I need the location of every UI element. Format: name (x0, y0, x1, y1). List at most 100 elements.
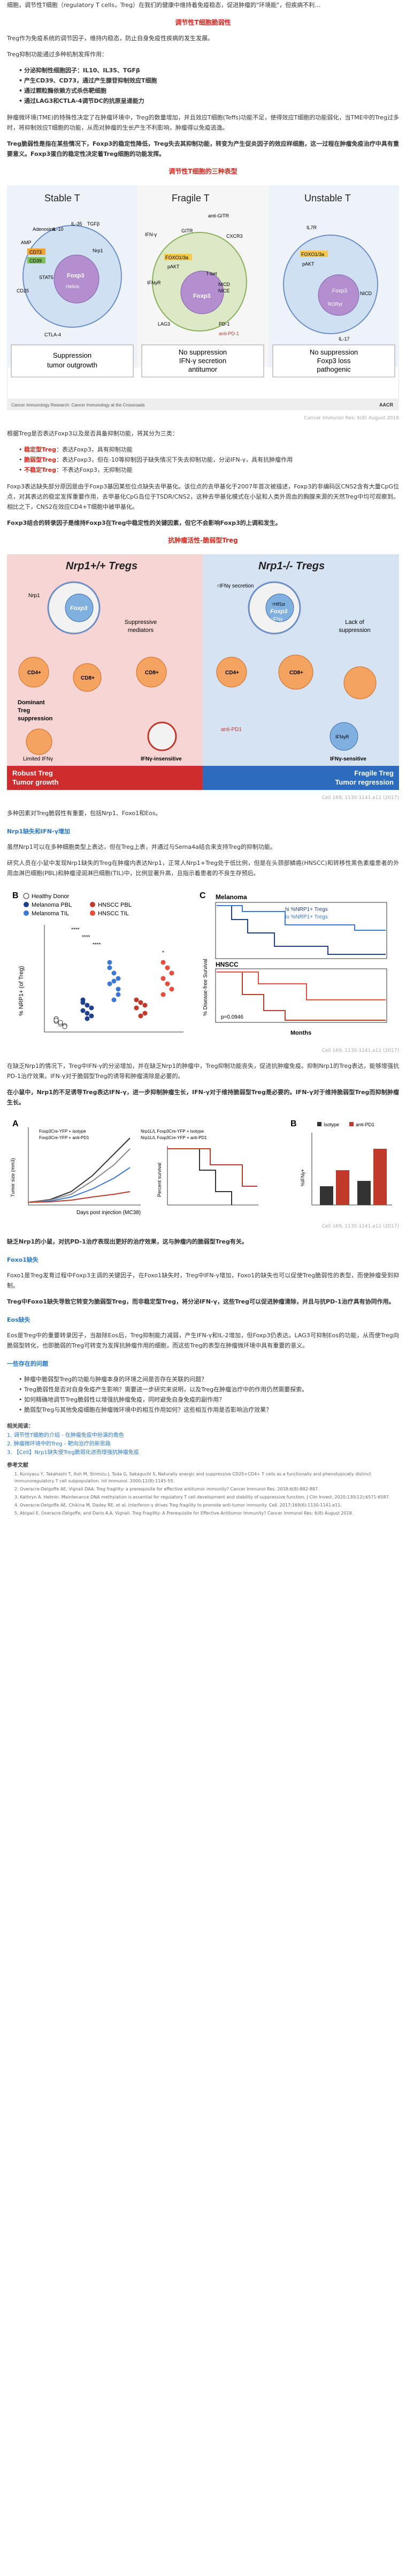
related-links: 1. 调节性T细胞的介绍 - 在肿瘤免疫中扮演的角色 2. 肿瘤微环境中的Tre… (7, 1432, 399, 1457)
unstable-nucleus (318, 274, 359, 316)
intro-text: 细胞，调节性T细胞（regulatory T cells，Treg）在我们的健康… (7, 2, 320, 9)
reference-item: 1. Kuniyasu Y, Takahashi T, Itoh M, Shim… (14, 1472, 371, 1483)
scatter-dot (116, 976, 121, 981)
scatter-dot (107, 965, 112, 970)
left-cd8-cell-2 (136, 657, 167, 688)
issue-item: 肿瘤中脆弱型Treg的功能与肿瘤本身的环境之间是否存在关联的问题？ (19, 1374, 399, 1384)
treg-types-list: 稳定型Treg：表达Foxp3，具有抑制功能 脆弱型Treg：表达Foxp3，但… (19, 445, 399, 475)
nrp1-heading: Nrp1缺失和IFN-γ增加 (7, 828, 71, 835)
star-3: **** (93, 942, 101, 948)
cd73-box (27, 248, 45, 255)
right-cd8-cell-2 (343, 666, 377, 699)
label-il10: IL-10 (52, 227, 64, 232)
label-cd25: CD25 (17, 288, 29, 293)
treg-type-item: 不稳定Treg：不表达Foxp3，无抑制功能 (19, 465, 399, 475)
a-ylabel2: Percent survival (157, 1163, 162, 1197)
label-anti-gitr: anti-GITR (208, 213, 229, 219)
stable-nucleus (53, 254, 99, 304)
scatter-dot (169, 986, 174, 992)
melanoma-label: Melanoma (216, 893, 247, 901)
s1-p4: Treg脆弱性是指在某些情况下，Foxp3的稳定性降低，Treg失去其抑制功能，… (7, 140, 399, 157)
scatter-dot (107, 960, 112, 965)
star-1: **** (71, 927, 80, 933)
scatter-dot (85, 1011, 90, 1016)
s2-p1: 根据Treg是否表达Foxp3以及是否具备抑制功能，将其分为三类： (7, 430, 178, 437)
scatter-dot (107, 981, 112, 986)
b-ylabel: % NRP1+ (of Treg) (18, 966, 25, 1016)
s1-p2: Treg抑制功能通过多种机制发挥作用： (7, 51, 108, 58)
refs-title: 参考文献 (7, 1463, 28, 1468)
related-link[interactable]: 3. 【Cell】Nrp1缺失使Treg脆弱化进而增强抗肿瘤免疫 (7, 1450, 139, 1456)
reference-item: 4. Overacre-Delgoffe AE, Chikina M, Dade… (14, 1503, 342, 1508)
panel-b-label: B (12, 891, 19, 900)
bar-1 (320, 1186, 333, 1205)
label-ifng: IFN-γ (145, 232, 157, 237)
s5-p2: Foxo1是Treg发育过程中Foxp3主调的关键因子，在Foxo1缺失时，Tr… (7, 1272, 399, 1289)
right-cd4-cell (216, 657, 247, 688)
label-stat5: STAT5 (39, 275, 53, 280)
panel-a-label: A (12, 1119, 19, 1128)
fig1-caption: Cancer Immunol Res; 6(8) August 2018 (304, 416, 399, 421)
label-cd73: CD73 (29, 250, 42, 255)
label-amp: AMP (21, 240, 32, 245)
left-treg-2 (147, 721, 177, 751)
related-link[interactable]: 2. 肿瘤微环境中的Treg - 靶向治疗的新思路 (7, 1441, 111, 1447)
scatter-dot (85, 1003, 90, 1008)
melanoma-lo-line (217, 905, 386, 931)
related-link[interactable]: 1. 调节性T细胞的介绍 - 在肿瘤免疫中扮演的角色 (7, 1433, 124, 1438)
label-pd1: PD-1 (219, 321, 230, 327)
scatter-dot (138, 1000, 143, 1005)
label-rorgt: RORγt (328, 302, 342, 307)
reference-item: 3. Kathryn A. Helmin. Maintenance DNA me… (14, 1495, 390, 1500)
right-hif1a: ↑Hif1α (271, 601, 285, 607)
c-ylabel: % Disease-free Survival (203, 959, 209, 1016)
label-foxp3-stable: Foxp3 (67, 273, 84, 279)
mechanism-item: 产生CD39、CD73，通过产生腺苷抑制效应T细胞 (19, 76, 399, 86)
legend-melanoma-til: Melanoma TIL (32, 910, 69, 917)
figure-nrp1-tregs: Nrp1+/+ Tregs Nrp1-/- Tregs Foxp3 Nrp1 S… (7, 554, 399, 790)
label-helios: Helios (66, 284, 80, 289)
s5-p1: 缺乏Nrp1的小鼠，对抗PD-1治疗表现出更好的治疗效果，这与肿瘤内的脆弱型Tr… (7, 1238, 248, 1245)
b-ylabel-2: %IFNγ+ (300, 1169, 305, 1186)
right-ifngr-cell (330, 722, 358, 751)
legend-hnscc-pbl: HNSCC PBL (98, 902, 132, 908)
right-cd4: CD4+ (225, 670, 239, 676)
figure-anti-pd1: A Tumor size (mm3) Foxp3Cre-YFP + isotyp… (7, 1117, 399, 1218)
s2-p3: Foxp3结合的转录因子是维持Foxp3在Treg中稳定性的关键因素，但它不会影… (7, 519, 281, 526)
p-value: p=0.0946 (221, 1014, 243, 1020)
star-2: **** (82, 935, 90, 940)
scatter-dot (165, 981, 170, 986)
star-4: * (162, 950, 164, 956)
bar-3 (357, 1181, 371, 1205)
legend-a3: Nrp1L/L Foxp3Cre-YFP + isotype (141, 1129, 204, 1134)
left-cd4: CD4+ (27, 670, 41, 676)
unstable-treg-label: Unstable T (304, 193, 351, 204)
right-ifng-sensitive: IFNγ-sensitive (330, 756, 366, 762)
legend-b1: Isotype (324, 1122, 339, 1127)
s2-p2: Foxp3表达缺失部分原因是由于Foxp3基因某些位点缺失去甲基化。该位点的去甲… (7, 483, 399, 510)
eos-heading: Eos缺失 (7, 1316, 30, 1323)
fig1-footer-left: Cancer Immunology Research: Cancer Immun… (11, 403, 144, 408)
legend-a2: Foxp3Cre-YFP + anti-PD1 (39, 1135, 89, 1140)
label-adenosine: Adenosine (33, 227, 56, 232)
foxo1-heading: Foxo1缺失 (7, 1256, 39, 1263)
left-treg-nucleus (65, 593, 94, 622)
issues-heading: 一些存在的问题 (7, 1360, 48, 1367)
left-footer-bar (7, 766, 203, 790)
s5-p3: Treg中Foxo1缺失导致它转变为脆弱型Treg，而非稳定型Treg，将分泌I… (7, 1298, 395, 1305)
series-hi: hi %NRP1+ Tregs (285, 907, 328, 913)
s4-p1: 在缺乏Nrp1的情况下，Treg中IFN-γ的分泌增加，并在缺乏Nrp1的肿瘤中… (7, 1063, 399, 1080)
label-anti-pd1: anti-PD-1 (219, 331, 239, 336)
scatter-dot (111, 997, 117, 1003)
treg-type-item: 稳定型Treg：表达Foxp3，具有抑制功能 (19, 445, 399, 455)
label-tbet: T-bet (206, 271, 217, 276)
scatter-dot (89, 1013, 94, 1019)
right-ifng: ↑IFNγ (270, 616, 283, 622)
left-cd4-cell (18, 657, 49, 688)
issue-item: 脆弱型Treg与其他免疫细胞在肿瘤微环境中的相互作用如何？这些相互作用是否影响治… (19, 1405, 399, 1415)
scatter-dot (160, 992, 166, 997)
panel-b-label-2: B (290, 1119, 297, 1128)
scatter-dot (80, 997, 86, 1003)
